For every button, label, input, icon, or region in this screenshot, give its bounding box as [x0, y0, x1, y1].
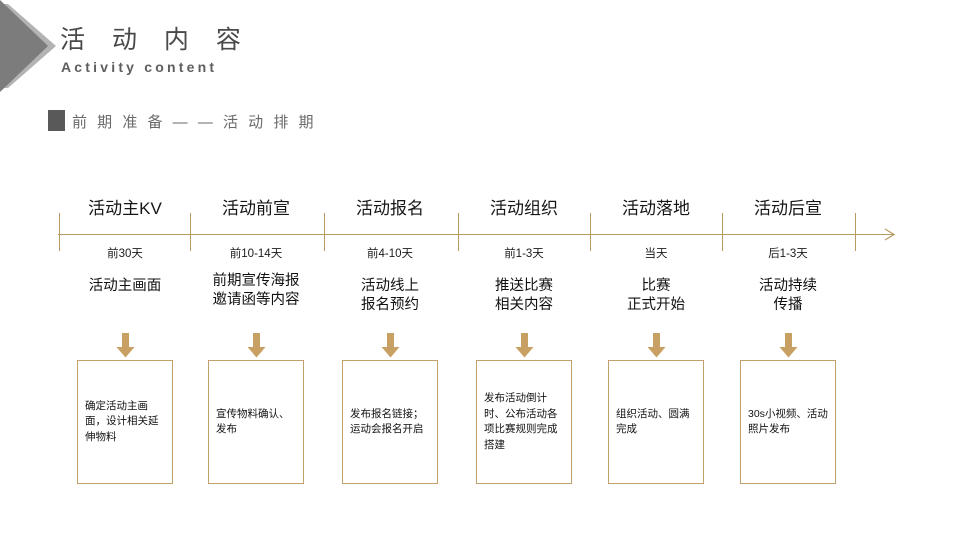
timeline-tick [59, 213, 60, 251]
timeline-stage-1: 活动主KV 前30天 活动主画面 确定活动主画面，设计相关延伸物料 [59, 0, 191, 540]
stage-note-text: 发布报名链接；运动会报名开启 [350, 407, 424, 436]
stage-note-text: 组织活动、圆满完成 [616, 407, 690, 436]
stage-note-text: 宣传物料确认、发布 [216, 407, 290, 436]
down-arrow-icon [247, 333, 266, 358]
timeline-tick [722, 213, 723, 251]
stage-timing: 前4-10天 [366, 248, 414, 260]
timeline-tick [190, 213, 191, 251]
stage-timing: 前1-3天 [504, 248, 544, 260]
stage-description: 前期宣传海报邀请函等内容 [212, 273, 300, 308]
timeline-tick [590, 213, 591, 251]
stage-title: 活动落地 [622, 199, 690, 218]
stage-description: 比赛正式开始 [627, 278, 685, 313]
down-arrow-icon [779, 333, 798, 358]
timeline-stage-2: 活动前宣 前10-14天 前期宣传海报邀请函等内容 宣传物料确认、发布 [190, 0, 322, 540]
stage-timing: 后1-3天 [768, 248, 808, 260]
stage-note-box: 30s小视频、活动照片发布 [740, 360, 836, 484]
section-subtitle: 前 期 准 备 — — 活 动 排 期 [72, 114, 317, 131]
stage-note-text: 发布活动倒计时、公布活动各项比赛规则完成搭建 [484, 392, 558, 451]
timeline-stage-3: 活动报名 前4-10天 活动线上报名预约 发布报名链接；运动会报名开启 [324, 0, 456, 540]
stage-title: 活动主KV [88, 199, 162, 218]
stage-timing: 前30天 [107, 248, 143, 260]
stage-note-box: 确定活动主画面，设计相关延伸物料 [77, 360, 173, 484]
down-arrow-icon [647, 333, 666, 358]
timeline-tick [458, 213, 459, 251]
stage-note-box: 组织活动、圆满完成 [608, 360, 704, 484]
stage-description: 活动持续传播 [759, 278, 817, 313]
page-title: 活 动 内 容 [60, 26, 251, 54]
stage-note-box: 宣传物料确认、发布 [208, 360, 304, 484]
stage-title: 活动组织 [490, 199, 558, 218]
stage-description: 推送比赛相关内容 [495, 278, 553, 313]
down-arrow-icon [116, 333, 135, 358]
timeline-stage-6: 活动后宣 后1-3天 活动持续传播 30s小视频、活动照片发布 [722, 0, 854, 540]
corner-chevron-decoration [0, 0, 62, 92]
stage-description: 活动主画面 [88, 278, 162, 294]
stage-note-text: 30s小视频、活动照片发布 [748, 407, 828, 436]
timeline-axis [58, 234, 895, 235]
stage-title: 活动报名 [356, 199, 424, 218]
stage-timing: 前10-14天 [229, 248, 283, 260]
stage-note-text: 确定活动主画面，设计相关延伸物料 [85, 399, 159, 443]
timeline-arrowhead-icon [884, 228, 896, 241]
stage-note-box: 发布活动倒计时、公布活动各项比赛规则完成搭建 [476, 360, 572, 484]
down-arrow-icon [381, 333, 400, 358]
timeline-stage-5: 活动落地 当天 比赛正式开始 组织活动、圆满完成 [590, 0, 722, 540]
stage-title: 活动前宣 [222, 199, 290, 218]
page-subtitle-en: Activity content [61, 59, 218, 75]
timeline-tick [855, 213, 856, 251]
stage-note-box: 发布报名链接；运动会报名开启 [342, 360, 438, 484]
down-arrow-icon [515, 333, 534, 358]
timeline-tick [324, 213, 325, 251]
section-accent-square [48, 110, 65, 131]
stage-description: 活动线上报名预约 [361, 278, 419, 313]
timeline-stage-4: 活动组织 前1-3天 推送比赛相关内容 发布活动倒计时、公布活动各项比赛规则完成… [458, 0, 590, 540]
stage-title: 活动后宣 [754, 199, 822, 218]
stage-timing: 当天 [644, 248, 668, 260]
